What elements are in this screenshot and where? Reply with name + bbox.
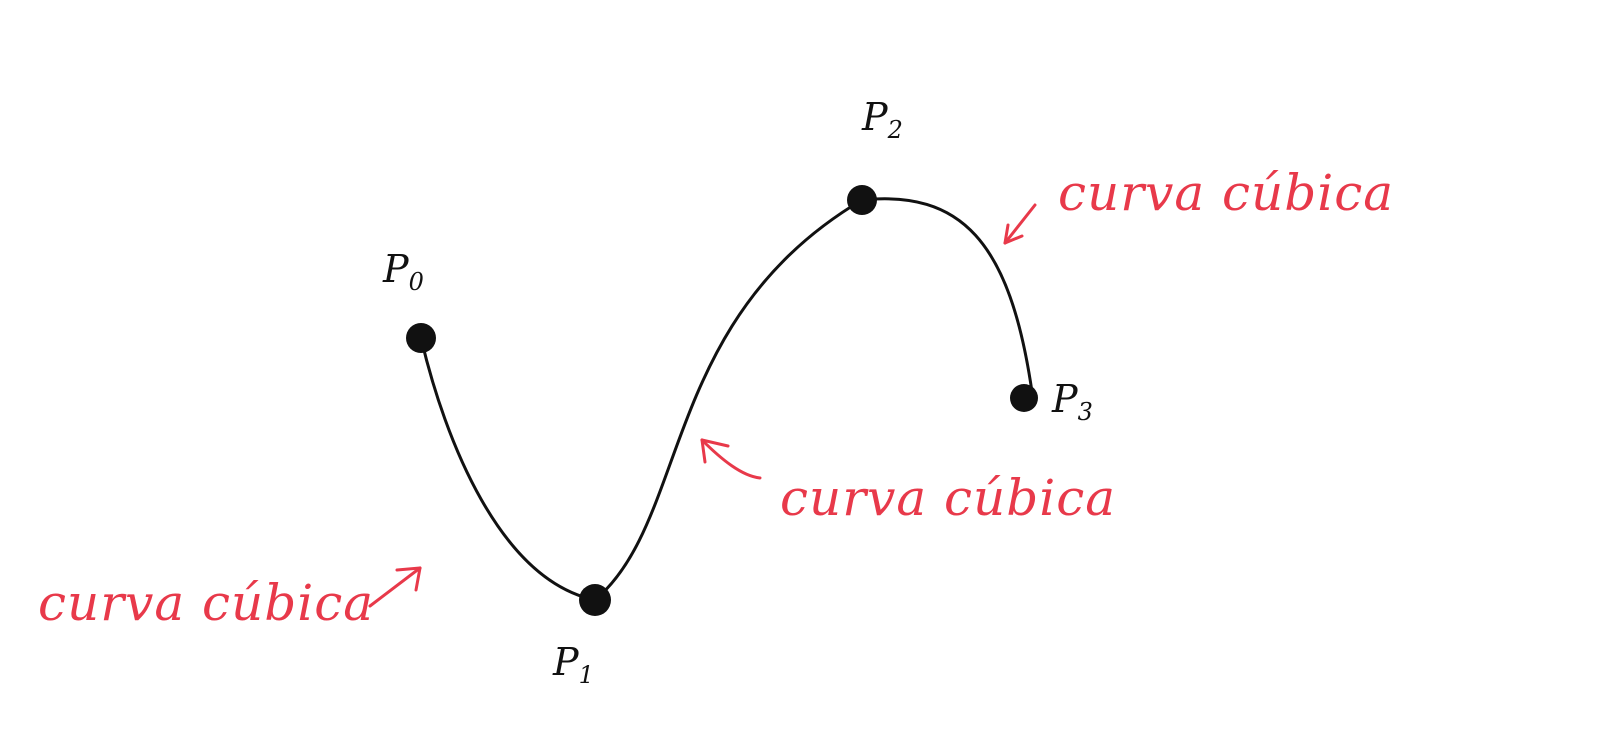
curve-segment-p1-p2 bbox=[593, 198, 864, 602]
arrow-to-segment-p0-p1 bbox=[368, 566, 422, 608]
arrow-to-segment-p2-p3 bbox=[1003, 203, 1037, 245]
annotation-top-right: curva cúbica bbox=[1058, 164, 1394, 222]
point-label-p2: P2 bbox=[861, 95, 903, 144]
point-p3-dot bbox=[1010, 384, 1038, 412]
point-label-p3: P3 bbox=[1051, 377, 1093, 426]
point-p0-dot bbox=[406, 323, 436, 353]
annotation-middle: curva cúbica bbox=[780, 469, 1116, 527]
curve-segment-p0-p1 bbox=[419, 336, 597, 602]
point-p2-dot bbox=[847, 185, 877, 215]
arrow-to-segment-p1-p2 bbox=[700, 438, 762, 480]
annotation-bottom-left: curva cúbica bbox=[38, 574, 374, 632]
curve-segment-p2-p3 bbox=[860, 197, 1034, 394]
point-p1-dot bbox=[579, 584, 611, 616]
point-label-p0: P0 bbox=[382, 247, 424, 296]
point-label-p1: P1 bbox=[552, 640, 594, 689]
